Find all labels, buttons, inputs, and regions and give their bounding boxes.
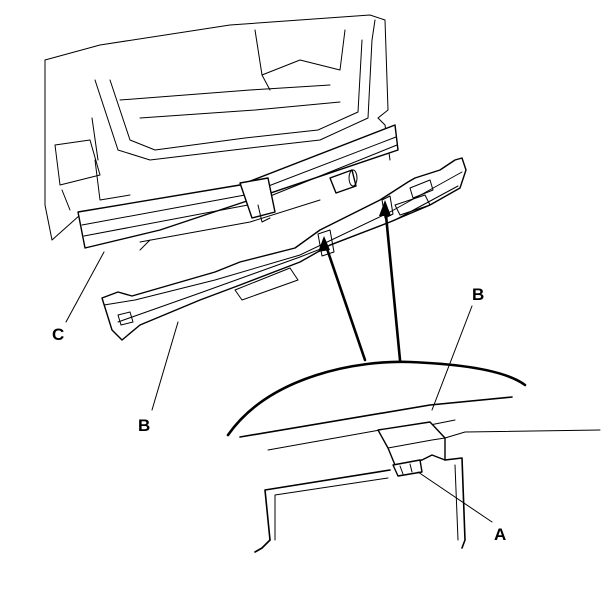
- vehicle-rear-body: [44, 14, 391, 241]
- detail-pointer-arrows: [318, 200, 402, 362]
- leader-line-c: [65, 251, 105, 323]
- bumper-reinforcement-b: [101, 157, 467, 341]
- leader-line-b-lower: [151, 321, 179, 411]
- bumper-absorber-c: [77, 124, 399, 251]
- callout-c: C: [52, 325, 64, 344]
- callout-a: A: [494, 525, 506, 544]
- leader-lines: [65, 251, 493, 523]
- callout-b-lower: B: [138, 416, 150, 435]
- leader-line-b-upper: [431, 305, 473, 411]
- callout-b-upper: B: [472, 285, 484, 304]
- detail-view: [226, 360, 601, 553]
- leader-line-a: [417, 471, 493, 523]
- callout-labels: C B B A: [52, 285, 506, 544]
